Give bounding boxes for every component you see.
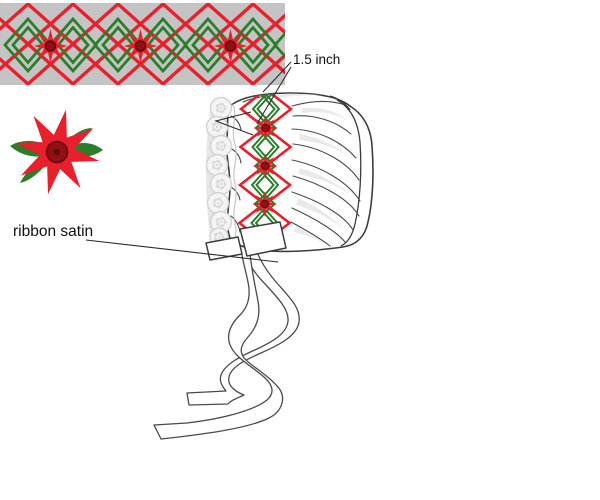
lace-inner-edge: [232, 103, 237, 247]
annotations: 1.5 inch ribbon satin: [13, 52, 340, 263]
ribbon-tie-back: [186, 233, 300, 406]
measurement-line-to-bonnet: [256, 66, 292, 125]
green-diamond: [48, 16, 98, 74]
measurement-label: 1.5 inch: [293, 52, 340, 67]
bonnet-brim-fold: [329, 95, 351, 111]
green-diamond: [138, 16, 188, 74]
green-diamond: [236, 25, 270, 65]
ribbon-tie-front: [153, 233, 284, 440]
green-diamond: [56, 25, 90, 65]
poinsettia-icon: [214, 29, 248, 63]
measurement-arrowhead: [214, 111, 254, 136]
red-diamond: [160, 3, 256, 85]
ribbon-ties: [153, 233, 300, 440]
poinsettia-icon: [253, 153, 278, 178]
red-diamond: [0, 3, 76, 85]
green-diamond: [11, 25, 45, 65]
red-diamond: [0, 16, 31, 72]
poinsettia-center-dot: [53, 148, 61, 156]
swatch-red-diamonds: [0, 3, 285, 85]
red-diamond: [70, 3, 166, 85]
green-diamond: [273, 31, 285, 59]
ribbon-leader-line: [85, 239, 279, 263]
green-diamond: [3, 16, 53, 74]
ribbon-swatch: [0, 3, 285, 85]
bonnet-brim: [336, 99, 362, 247]
green-diamond: [93, 16, 143, 74]
poinsettia-icon: [124, 29, 158, 63]
green-diamond: [101, 25, 135, 65]
ribbon-label: ribbon satin: [13, 223, 93, 240]
chin-tab-front: [239, 221, 287, 257]
red-diamond: [250, 13, 285, 75]
poinsettia-illustration: [5, 100, 109, 204]
poinsettia-icon: [253, 115, 278, 140]
poinsettia-icon: [34, 29, 68, 63]
green-diamond: [146, 25, 180, 65]
lace-trim: [205, 96, 237, 247]
measurement-line-to-swatch: [262, 61, 292, 93]
swatch-green-diamonds: [3, 16, 285, 74]
red-diamond: [25, 3, 121, 85]
green-diamond: [191, 25, 225, 65]
red-diamond: [205, 3, 285, 85]
green-diamond: [183, 16, 233, 74]
red-diamond: [115, 3, 211, 85]
green-diamond: [228, 16, 278, 74]
crown-shading: [262, 93, 356, 243]
poinsettia-icon: [252, 191, 277, 216]
